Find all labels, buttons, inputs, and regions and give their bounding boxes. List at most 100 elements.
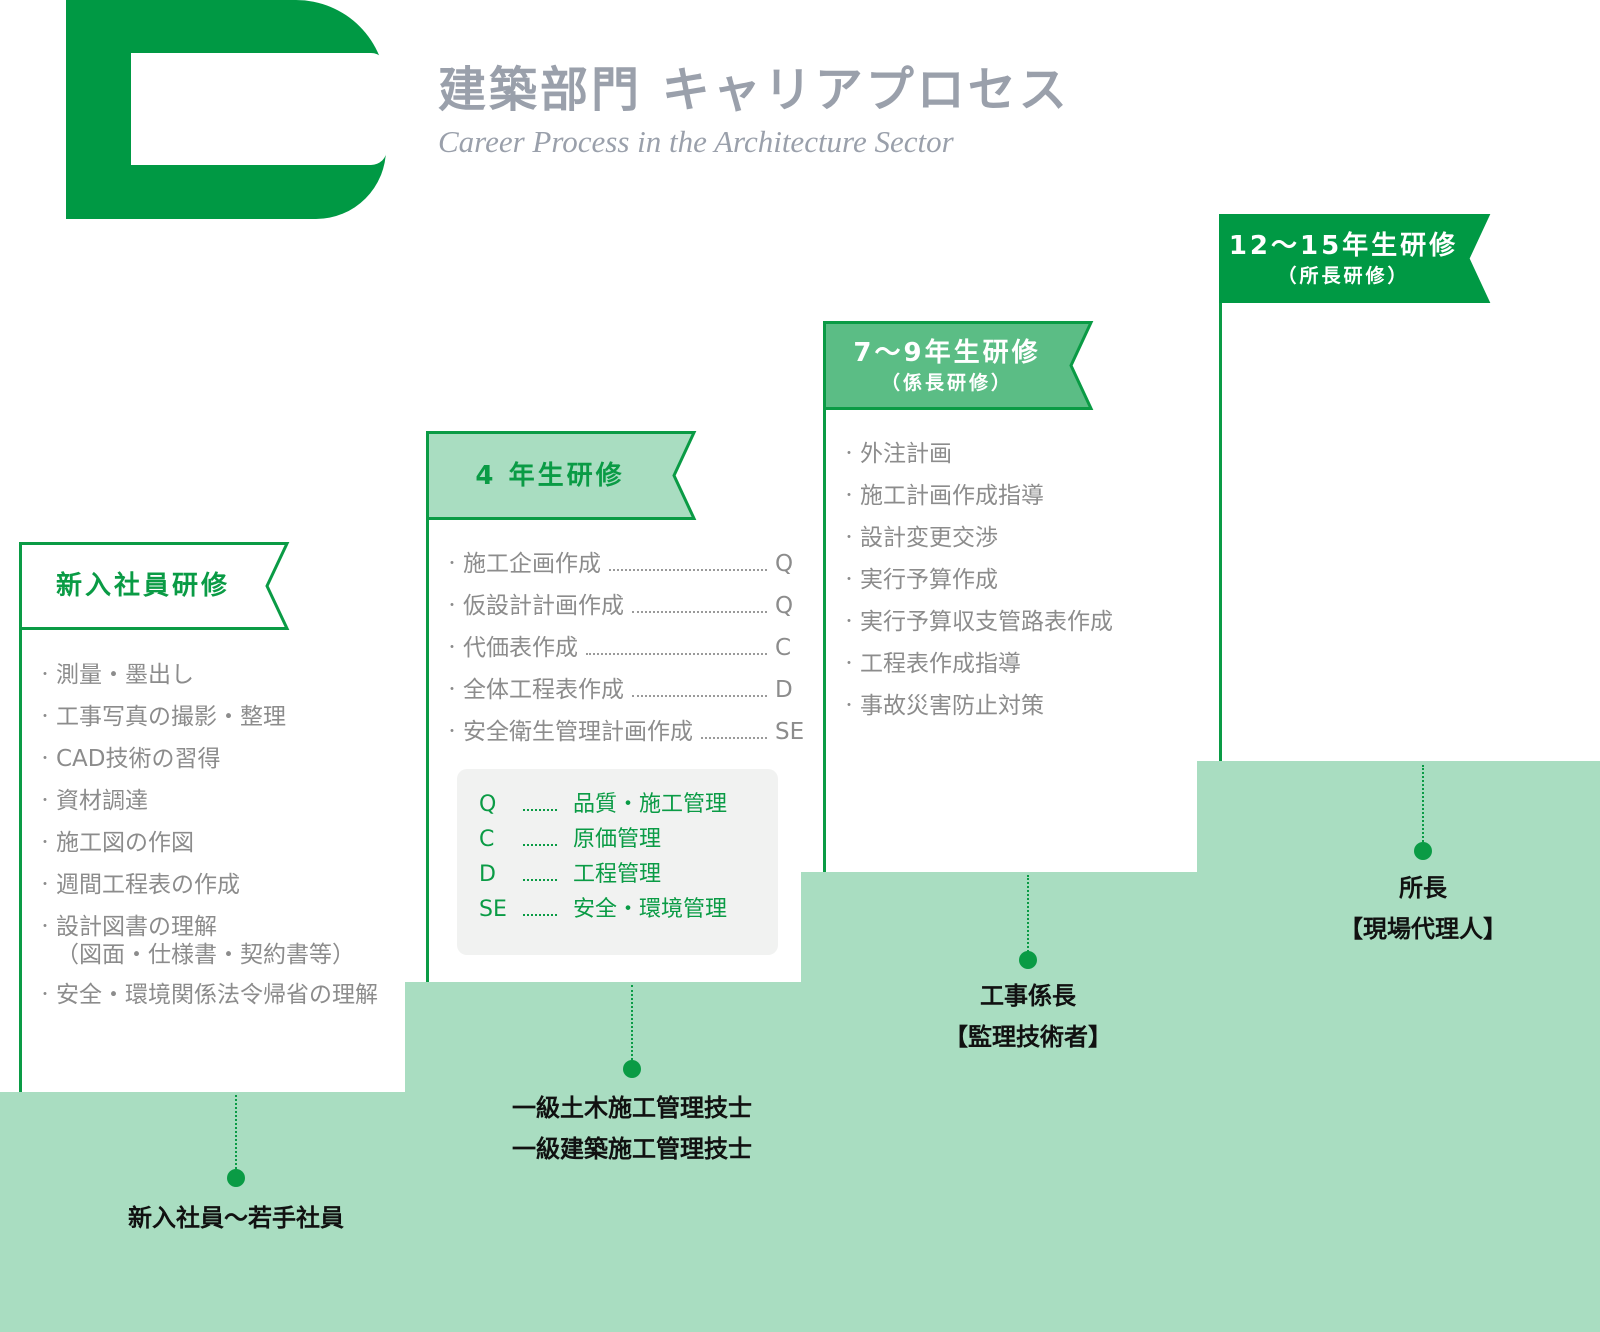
- bullet-icon: ・: [842, 614, 856, 630]
- bullet-icon: ・: [445, 556, 459, 572]
- bullet-icon: ・: [38, 835, 52, 851]
- task-item: ・外注計画: [842, 433, 1113, 475]
- task-text: 仮設計計画作成: [463, 593, 624, 619]
- step-3: [801, 872, 1600, 992]
- position-title: 【現場代理人】: [1339, 915, 1507, 943]
- stage-card-year12-15: 12〜15年生研修 （所長研修）: [1219, 214, 1600, 761]
- task-text: 事故災害防止対策: [860, 693, 1044, 719]
- task-text: 設計図書の理解: [56, 914, 217, 940]
- position-title: 【監理技術者】: [944, 1023, 1112, 1051]
- task-text: 施工計画作成指導: [860, 483, 1044, 509]
- stage-task-list: ・測量・墨出し・工事写真の撮影・整理・CAD技術の習得・資材調達・施工図の作図・…: [38, 654, 378, 1016]
- position-label: 一級土木施工管理技士一級建築施工管理技士: [512, 1088, 752, 1170]
- task-item: ・工程表作成指導: [842, 643, 1113, 685]
- task-item: ・安全・環境関係法令帰省の理解: [38, 974, 378, 1016]
- stage-banner: 12〜15年生研修 （所長研修）: [1219, 214, 1491, 303]
- position-title: 所長: [1399, 874, 1447, 902]
- task-code: Q: [775, 593, 794, 619]
- bullet-icon: ・: [38, 919, 52, 935]
- task-text: CAD技術の習得: [56, 746, 221, 772]
- position-label: 工事係長【監理技術者】: [944, 976, 1112, 1058]
- bullet-icon: ・: [842, 656, 856, 672]
- task-text: 施工図の作図: [56, 830, 194, 856]
- milestone-dot-icon: [623, 1060, 641, 1078]
- stage-card-year7-9: 7〜9年生研修（係長研修）・外注計画・施工計画作成指導・設計変更交渉・実行予算作…: [823, 321, 1197, 872]
- legend-code: SE: [479, 897, 507, 922]
- task-text: 全体工程表作成: [463, 677, 624, 703]
- bullet-icon: ・: [445, 598, 459, 614]
- bullet-icon: ・: [38, 793, 52, 809]
- position-title: 新入社員〜若手社員: [128, 1204, 344, 1232]
- bullet-icon: ・: [445, 682, 459, 698]
- task-text: 安全・環境関係法令帰省の理解: [56, 982, 378, 1008]
- legend-code: Q: [479, 792, 497, 817]
- stage-banner-title: 7〜9年生研修: [853, 337, 1041, 368]
- task-code: SE: [775, 719, 805, 745]
- connector-line: [631, 985, 633, 1064]
- stage-banner-text: 12〜15年生研修 （所長研修）: [1219, 214, 1468, 303]
- step-4: [1197, 761, 1600, 881]
- bullet-icon: ・: [842, 488, 856, 504]
- page-title: 建築部門 キャリアプロセス: [438, 62, 1070, 118]
- position-label: 新入社員〜若手社員: [128, 1198, 344, 1239]
- task-text: 外注計画: [860, 441, 952, 467]
- bullet-icon: ・: [38, 667, 52, 683]
- section-logo-d: [66, 0, 387, 219]
- legend-meaning: 安全・環境管理: [573, 897, 728, 922]
- legend-row: SE 安全・環境管理: [479, 892, 778, 927]
- stage-banner-subtitle: （係長研修）: [880, 371, 1013, 394]
- task-text: 資材調達: [56, 788, 148, 814]
- dotted-leader: [523, 913, 557, 916]
- legend-meaning: 工程管理: [573, 862, 662, 887]
- stage-task-list: ・外注計画・施工計画作成指導・設計変更交渉・実行予算作成・実行予算収支管路表作成…: [842, 433, 1113, 727]
- dotted-leader: [701, 737, 767, 739]
- milestone-dot-icon: [1414, 842, 1432, 860]
- task-item: ・施工企画作成 Q: [445, 543, 807, 585]
- bullet-icon: ・: [842, 572, 856, 588]
- legend-code: D: [479, 862, 496, 887]
- stage-banner-title: 12〜15年生研修: [1228, 230, 1459, 261]
- task-item: ・仮設計計画作成 Q: [445, 585, 807, 627]
- connector-line: [235, 1095, 237, 1173]
- task-text: 実行予算作成: [860, 567, 998, 593]
- stage-banner-subtitle: （所長研修）: [1277, 264, 1410, 287]
- bullet-icon: ・: [38, 751, 52, 767]
- dotted-leader: [523, 878, 557, 881]
- stage-banner-title: 4 年生研修: [475, 460, 625, 491]
- task-text: 代価表作成: [463, 635, 578, 661]
- milestone-dot-icon: [227, 1169, 245, 1187]
- position-title: 工事係長: [980, 982, 1076, 1010]
- task-note: （図面・仕様書・契約書等）: [56, 942, 355, 968]
- dotted-leader: [523, 808, 557, 811]
- stage-banner-text: 新入社員研修: [19, 542, 267, 630]
- dotted-leader: [586, 653, 767, 655]
- bullet-icon: ・: [38, 987, 52, 1003]
- legend-row: D 工程管理: [479, 857, 778, 892]
- task-code: Q: [775, 551, 794, 577]
- dotted-leader: [609, 569, 767, 571]
- legend-meaning: 原価管理: [573, 827, 662, 852]
- task-item: ・設計図書の理解: [38, 906, 378, 948]
- task-item: ・設計変更交渉: [842, 517, 1113, 559]
- task-item: ・事故災害防止対策: [842, 685, 1113, 727]
- dotted-leader: [632, 695, 767, 697]
- task-item: ・実行予算収支管路表作成: [842, 601, 1113, 643]
- task-text: 実行予算収支管路表作成: [860, 609, 1113, 635]
- bullet-icon: ・: [38, 877, 52, 893]
- stage-banner-title: 新入社員研修: [55, 571, 230, 601]
- task-item: ・CAD技術の習得: [38, 738, 378, 780]
- step-2: [405, 982, 1600, 1102]
- task-text: 設計変更交渉: [860, 525, 998, 551]
- task-item: ・工事写真の撮影・整理: [38, 696, 378, 738]
- task-text: 施工企画作成: [463, 551, 601, 577]
- position-title: 一級土木施工管理技士: [512, 1094, 752, 1122]
- task-item: ・施工図の作図: [38, 822, 378, 864]
- task-text: 測量・墨出し: [56, 662, 194, 688]
- stage-banner: 新入社員研修: [19, 542, 290, 630]
